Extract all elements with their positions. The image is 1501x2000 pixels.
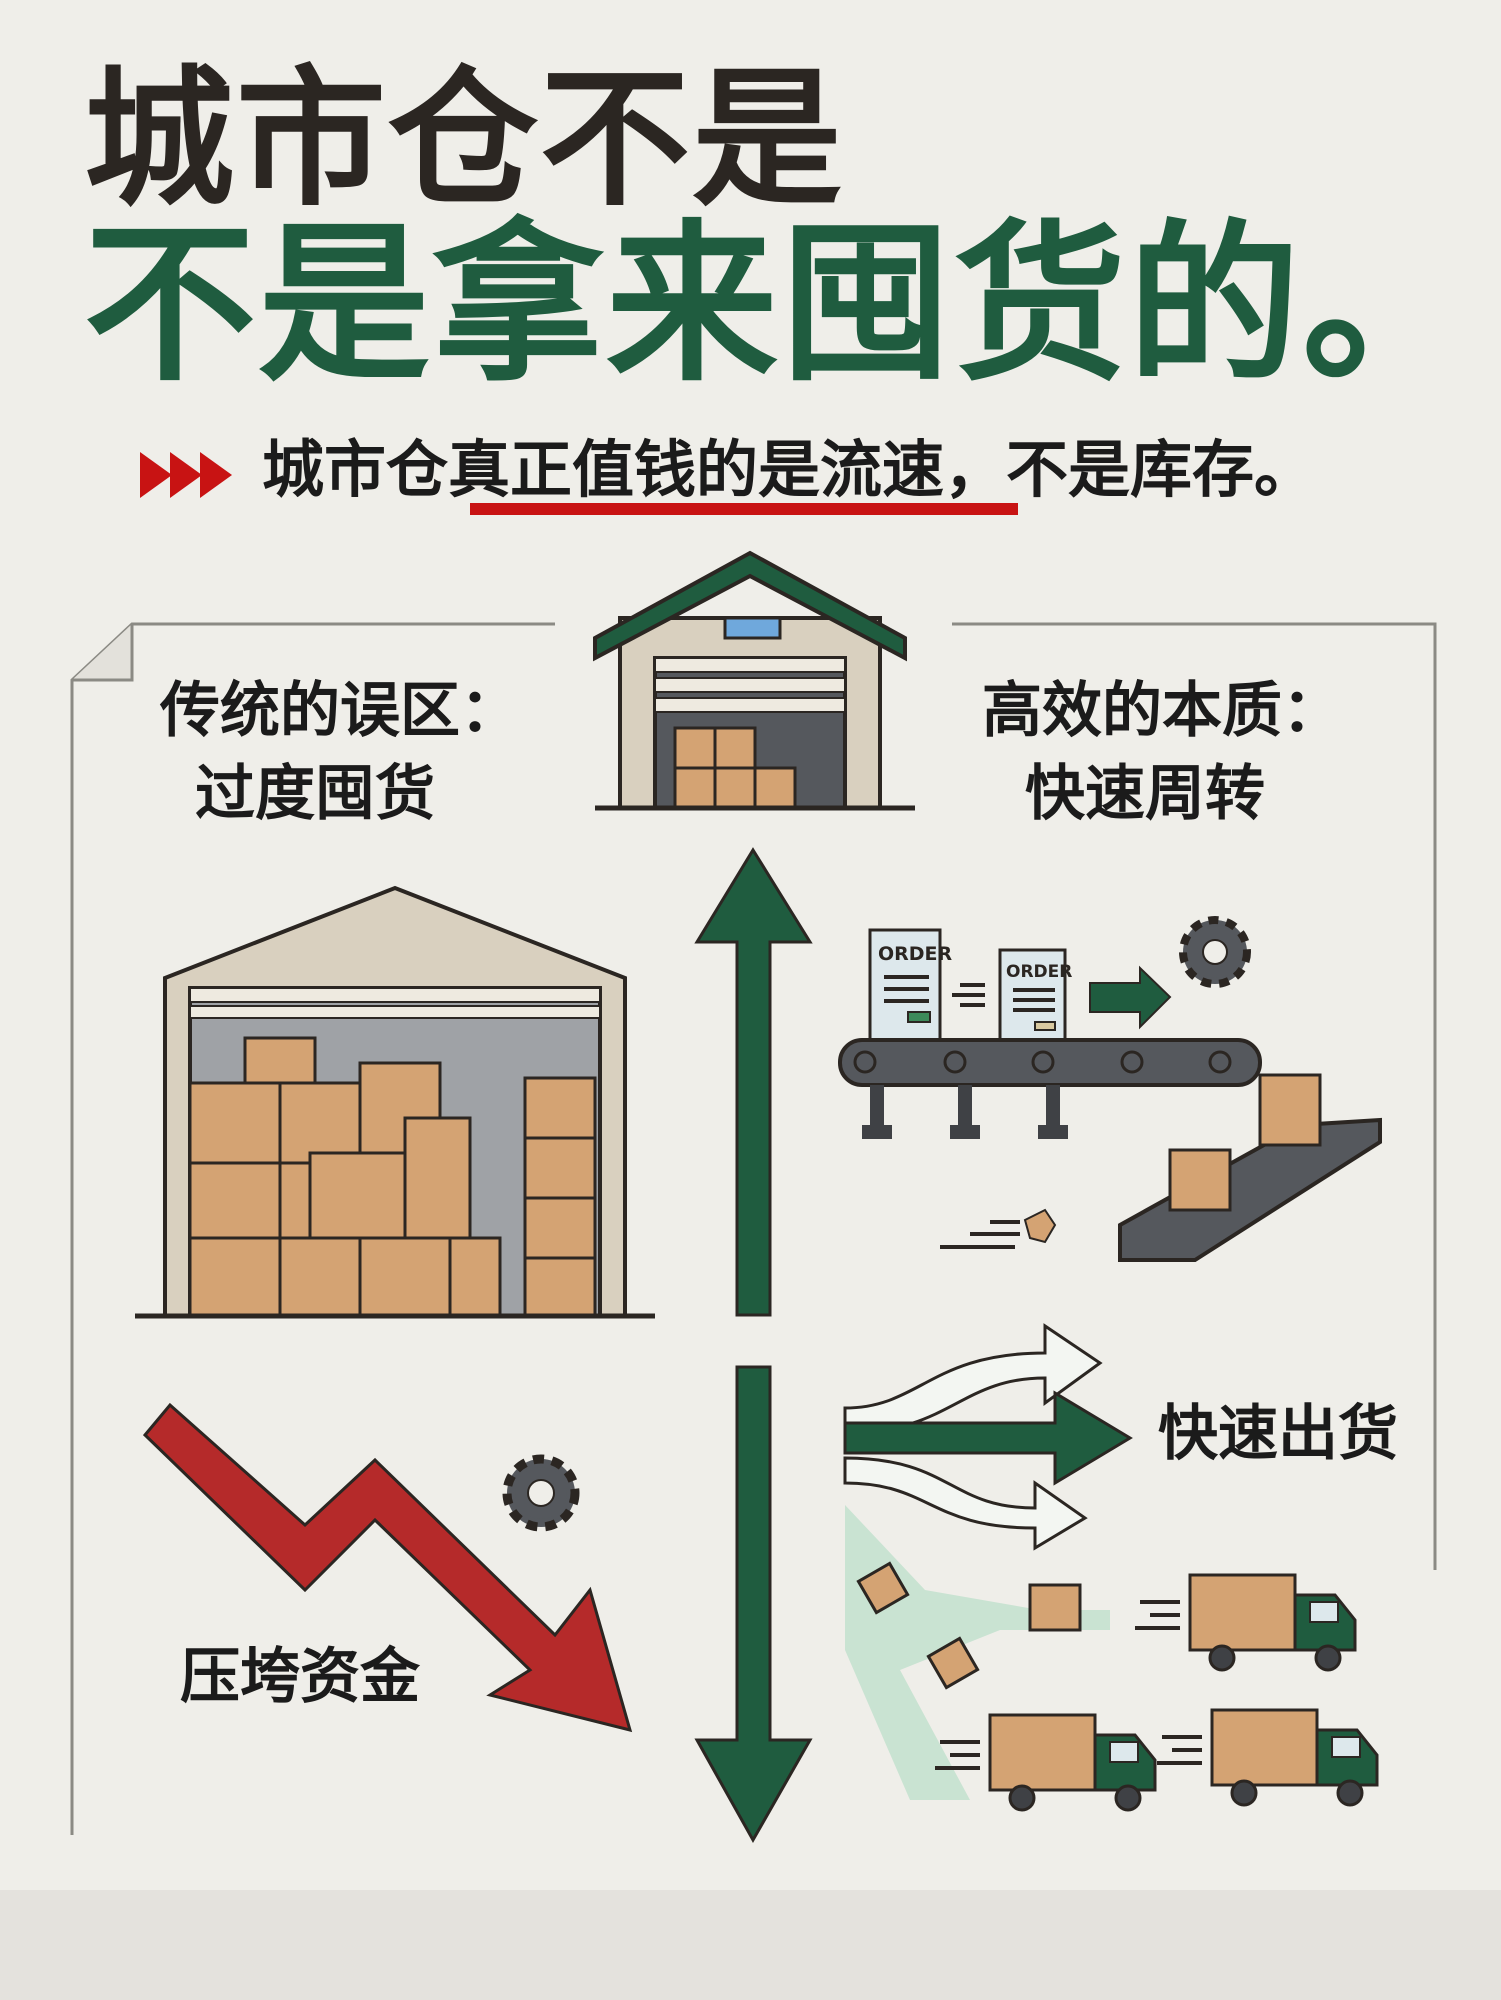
delivery-trucks-illustration xyxy=(845,1505,1379,1812)
left-heading-line-1: 传统的误区： xyxy=(160,676,520,746)
order-label-2: ORDER xyxy=(1006,962,1072,982)
truck-icon xyxy=(935,1713,1157,1812)
outbound-label: 快速出货 xyxy=(1158,1399,1398,1469)
up-arrow-icon xyxy=(694,847,813,1317)
order-label-1: ORDER xyxy=(878,943,953,965)
order-conveyor-illustration: ORDER ORDER xyxy=(838,916,1382,1262)
warehouse-icon xyxy=(593,550,915,811)
right-heading-line-1: 高效的本质： xyxy=(982,676,1342,746)
consequence-label: 压垮资金 xyxy=(180,1642,420,1712)
gear-icon xyxy=(1179,916,1251,988)
overstocked-warehouse-illustration xyxy=(135,885,655,1319)
truck-icon xyxy=(1135,1573,1357,1672)
title-line-2: 不是拿来囤货的。 xyxy=(84,204,1476,405)
truck-icon xyxy=(1157,1708,1379,1807)
down-arrow-icon xyxy=(694,1365,813,1844)
subtitle-underline xyxy=(470,503,1018,515)
fast-outbound-arrows-icon xyxy=(843,1323,1133,1551)
right-heading-line-2: 快速周转 xyxy=(1025,759,1265,829)
subtitle: 城市仓真正值钱的是流速，不是库存。 xyxy=(262,433,1317,506)
title-line-1: 城市仓不是 xyxy=(84,53,845,227)
left-heading-line-2: 过度囤货 xyxy=(195,759,435,829)
bottom-band xyxy=(0,1890,1501,2000)
falling-arrow-icon xyxy=(142,1402,633,1733)
gear-icon xyxy=(502,1454,580,1532)
triple-arrow-icon xyxy=(140,452,232,498)
